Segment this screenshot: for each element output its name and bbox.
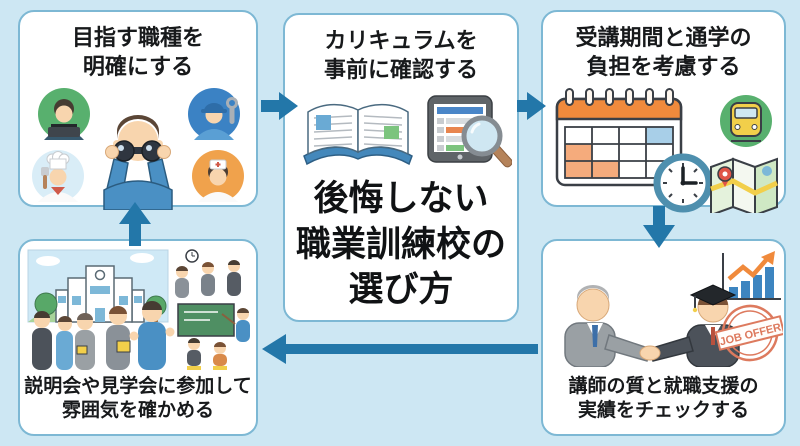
visitors-figures-icon (32, 301, 175, 370)
train-icon (719, 95, 772, 148)
step4-title-line2: 実績をチェックする (577, 400, 749, 422)
step5-title-line2: 雰囲気を確かめる (61, 400, 214, 422)
step4-title-line1: 講師の質と就職支援の (568, 375, 759, 397)
main-title-line3: 選び方 (348, 270, 454, 310)
step5-title: 説明会や見学会に参加して 雰囲気を確かめる (24, 375, 251, 424)
classroom-icon (177, 303, 250, 370)
step1-title: 目指す職種を 明確にする (72, 24, 204, 81)
nurse-icon (192, 150, 244, 203)
growth-chart-icon (721, 251, 781, 300)
step2-title-line1: カリキュラムを (324, 28, 478, 53)
arrow-step4-to-step5-icon (262, 334, 538, 364)
handshake-figures-icon (563, 284, 740, 367)
mechanic-icon (188, 88, 240, 141)
step1-title-line1: 目指す職種を (71, 25, 204, 50)
step1-title-line2: 明確にする (82, 53, 194, 79)
info-session-figures-icon (175, 249, 241, 298)
main-title: 後悔しない 職業訓練校の 選び方 (296, 176, 506, 313)
step3-title: 受講期間と通学の 負担を考慮する (575, 24, 751, 81)
period-commute-illustration (555, 88, 778, 214)
target-job-illustration (32, 88, 244, 211)
step-box-period-commute: 受講期間と通学の 負担を考慮する (541, 10, 786, 214)
calendar-icon (555, 88, 682, 187)
binoculars-person-icon (103, 115, 173, 211)
programmer-icon (38, 88, 90, 141)
step-box-target-job: 目指す職種を 明確にする (18, 10, 258, 211)
open-book-icon (303, 104, 413, 166)
instructors-support-illustration: JOB OFFER (563, 251, 783, 367)
step-box-info-session: 説明会や見学会に参加して 雰囲気を確かめる (18, 239, 258, 436)
step4-title: 講師の質と就職支援の 実績をチェックする (568, 375, 758, 424)
step5-title-line1: 説明会や見学会に参加して (24, 375, 252, 397)
step-box-curriculum: カリキュラムを 事前に確認する (283, 13, 519, 322)
main-title-line2: 職業訓練校の (295, 224, 506, 264)
clock-icon (653, 153, 712, 213)
chef-icon (32, 150, 84, 203)
step2-title: カリキュラムを 事前に確認する (324, 27, 478, 84)
map-icon (709, 157, 778, 214)
main-title-line1: 後悔しない (313, 179, 489, 219)
step2-title-line2: 事前に確認する (323, 56, 478, 82)
step3-title-line1: 受講期間と通学の (575, 25, 752, 50)
step3-title-line2: 負担を考慮する (586, 53, 741, 79)
magnifier-icon (461, 115, 512, 168)
curriculum-illustration (303, 95, 512, 168)
info-session-illustration (27, 249, 250, 370)
step-box-instructors-support: JOB OFFER 講師の質と就職支援の 実績をチェックする (541, 239, 786, 436)
